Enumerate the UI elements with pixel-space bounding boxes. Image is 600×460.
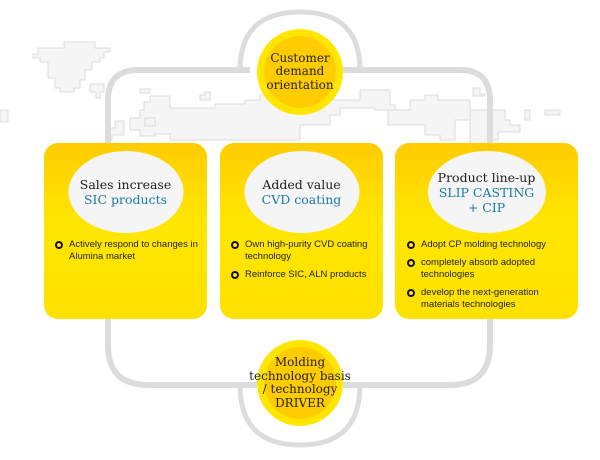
customer-demand-node: Customer demand orientation (257, 29, 343, 115)
card-sales-increase: Sales increase SIC products Actively res… (44, 143, 207, 319)
card-subtitle: CVD coating (261, 192, 342, 207)
bullet-list: Own high-purity CVD coating technology R… (230, 239, 379, 287)
list-item: Actively respond to changes in Alumina m… (54, 239, 203, 263)
list-item: Own high-purity CVD coating technology (230, 239, 379, 263)
list-item: Reinforce SIC, ALN products (230, 269, 379, 281)
card-title: Added value (262, 177, 341, 192)
card-subtitle: SIC products (83, 192, 168, 207)
molding-technology-node: Molding technology basis / technology DR… (249, 340, 351, 426)
card-subtitle: SLIP CASTING (438, 184, 535, 200)
node-text-line: DRIVER (275, 395, 325, 410)
card-heading: Sales increase SIC products (68, 151, 183, 233)
bullet-icon (407, 259, 415, 267)
bullet-icon (231, 271, 239, 279)
card-title: Product line-up (437, 169, 536, 185)
node-text-line: demand (275, 64, 325, 79)
bullet-list: Adopt CP molding technology completely a… (406, 239, 574, 317)
card-product-line-up: Product line-up SLIP CASTING + CIP Adopt… (395, 143, 578, 319)
list-item: completely absorb adopted technologies (406, 257, 574, 281)
bullet-icon (231, 241, 239, 249)
list-item: develop the next-generation materials te… (406, 287, 574, 311)
card-title: Sales increase (79, 177, 172, 192)
card-subtitle-2: + CIP (467, 199, 506, 215)
node-text-line: / technology (262, 382, 338, 396)
card-heading: Added value CVD coating (244, 151, 359, 233)
node-text-line: technology basis (249, 368, 351, 383)
node-text-line: orientation (266, 77, 334, 92)
bullet-icon (55, 241, 63, 249)
card-added-value: Added value CVD coating Own high-purity … (220, 143, 383, 319)
node-text-line: Customer (270, 50, 330, 65)
node-text-line: Molding (274, 355, 326, 369)
card-heading: Product line-up SLIP CASTING + CIP (427, 151, 546, 233)
bullet-icon (407, 289, 415, 297)
bullet-icon (407, 241, 415, 249)
bullet-list: Actively respond to changes in Alumina m… (54, 239, 203, 269)
list-item: Adopt CP molding technology (406, 239, 574, 251)
